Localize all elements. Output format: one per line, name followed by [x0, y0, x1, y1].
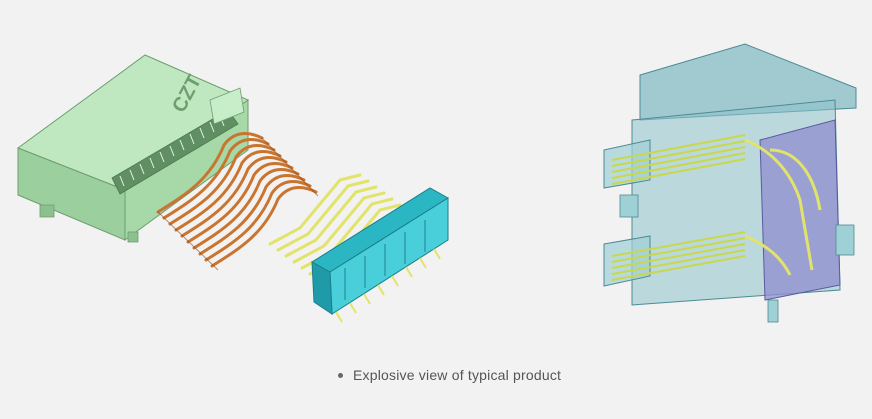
figure-caption: Explosive view of typical product	[338, 367, 561, 383]
connector-housing	[16, 54, 249, 243]
cyan-insert	[311, 187, 449, 323]
orange-terminal-row	[156, 132, 318, 268]
lower-terminal-bank	[611, 231, 746, 281]
upper-terminal-bank	[611, 134, 746, 185]
caption-text: Explosive view of typical product	[353, 367, 562, 383]
transparent-housing	[603, 43, 857, 323]
bullet-icon	[338, 372, 343, 378]
routing-traces	[744, 138, 822, 276]
